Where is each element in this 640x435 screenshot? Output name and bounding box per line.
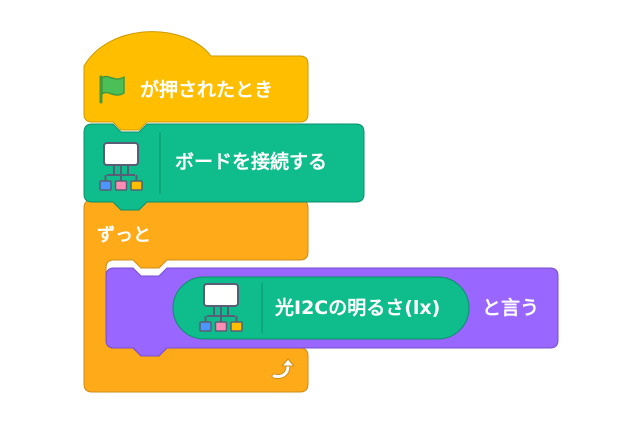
say-block-label: と言う	[482, 297, 540, 319]
light-reporter-block[interactable]	[172, 276, 470, 340]
when-flag-clicked-block[interactable]	[83, 31, 309, 131]
connect-block-label: ボードを接続する	[175, 151, 328, 173]
loop-arrow-icon	[271, 358, 295, 379]
forever-block-label: ずっと	[97, 225, 151, 246]
green-flag-icon	[99, 75, 125, 104]
reporter-board-icon	[199, 283, 243, 332]
board-icon	[99, 142, 143, 191]
hat-block-label: が押されたとき	[140, 79, 274, 101]
connect-board-block[interactable]	[83, 123, 365, 211]
reporter-block-label: 光I2Cの明るさ(lx)	[275, 297, 441, 319]
